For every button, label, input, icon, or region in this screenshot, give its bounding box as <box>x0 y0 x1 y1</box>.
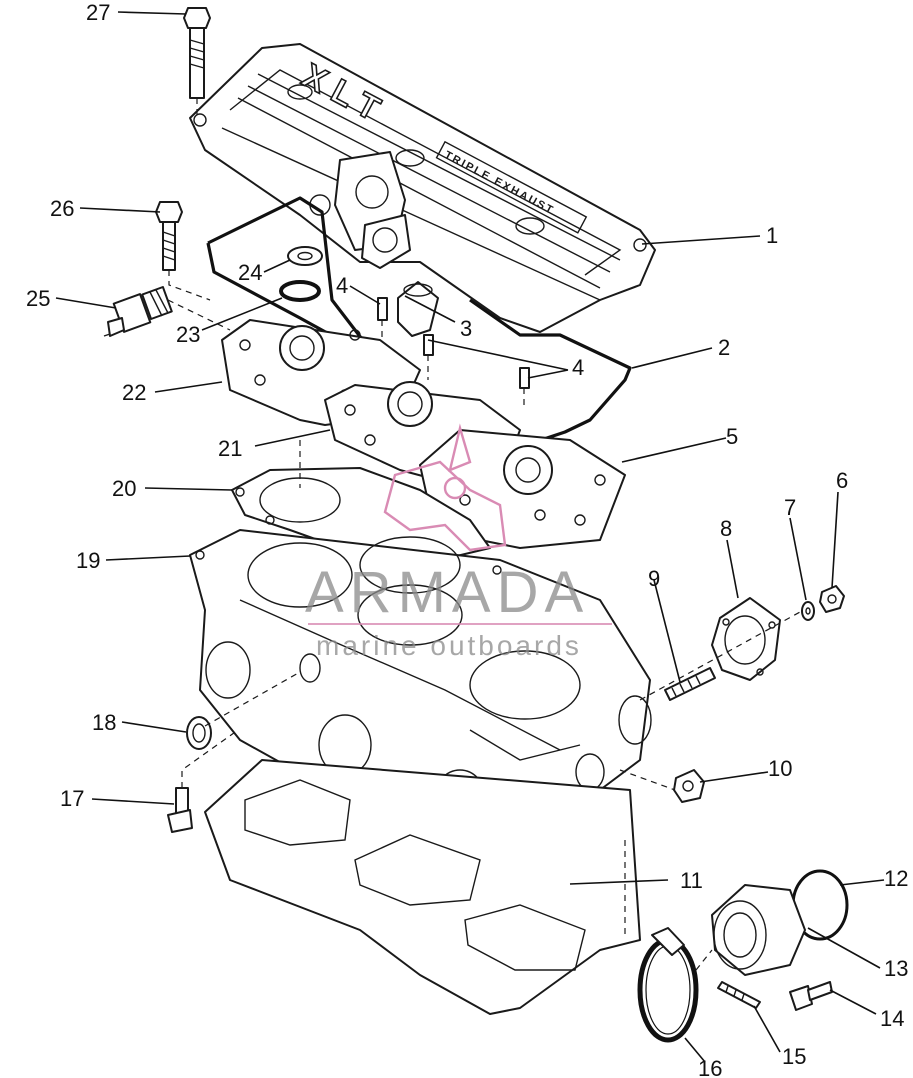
cap-screw-27 <box>183 7 211 118</box>
callout-15: 15 <box>782 1044 806 1069</box>
callout-18: 18 <box>92 710 116 735</box>
screw-15 <box>717 981 761 1009</box>
callout-14: 14 <box>880 1006 904 1031</box>
callout-26: 26 <box>50 196 74 221</box>
flange-8 <box>711 597 781 681</box>
callout-2: 2 <box>718 335 730 360</box>
callout-25: 25 <box>26 286 50 311</box>
callout-5: 5 <box>726 424 738 449</box>
callout-10: 10 <box>768 756 792 781</box>
clamp-16 <box>637 927 713 1043</box>
cap-18 <box>186 671 301 750</box>
adaptor-13 <box>711 884 806 976</box>
callout-4-lower: 4 <box>572 355 584 380</box>
callout-11: 11 <box>680 868 703 893</box>
callout-9: 9 <box>648 566 660 591</box>
callout-numbers: 1 2 3 4 4 5 6 7 8 9 10 11 12 13 14 15 16… <box>26 0 908 1078</box>
o-ring-23 <box>279 280 321 302</box>
temperature-sender-25 <box>103 286 231 337</box>
nut-6 <box>639 585 845 701</box>
callout-1: 1 <box>766 223 778 248</box>
watermark-tagline: marine outboards <box>316 630 582 661</box>
watermark-logo-icon <box>383 423 507 552</box>
washer-7 <box>801 601 815 621</box>
callout-24: 24 <box>238 260 262 285</box>
head-cover: XLT TRIPLE EXHAUST <box>189 43 656 333</box>
callout-13: 13 <box>884 956 908 981</box>
screw-26 <box>155 201 211 301</box>
watermark: ARMADA marine outboards <box>305 423 612 661</box>
callout-8: 8 <box>720 516 732 541</box>
callout-17: 17 <box>60 786 84 811</box>
base-gasket-11 <box>204 759 641 1015</box>
washer-24 <box>287 246 323 266</box>
fitting-17 <box>167 729 239 833</box>
stud-9 <box>664 667 716 701</box>
callout-22: 22 <box>122 380 146 405</box>
screw-14 <box>789 981 833 1011</box>
watermark-brand: ARMADA <box>305 560 589 625</box>
callout-20: 20 <box>112 476 136 501</box>
callout-19: 19 <box>76 548 100 573</box>
nut-10 <box>619 769 705 803</box>
callout-4-upper: 4 <box>336 273 348 298</box>
leader-lines <box>55 11 885 1063</box>
callout-7: 7 <box>784 495 796 520</box>
plug-3 <box>397 281 439 337</box>
callout-23: 23 <box>176 322 200 347</box>
callout-27: 27 <box>86 0 110 25</box>
callout-12: 12 <box>884 866 908 891</box>
callout-21: 21 <box>218 436 242 461</box>
callout-6: 6 <box>836 468 848 493</box>
callout-3: 3 <box>460 316 472 341</box>
callout-16: 16 <box>698 1056 722 1078</box>
